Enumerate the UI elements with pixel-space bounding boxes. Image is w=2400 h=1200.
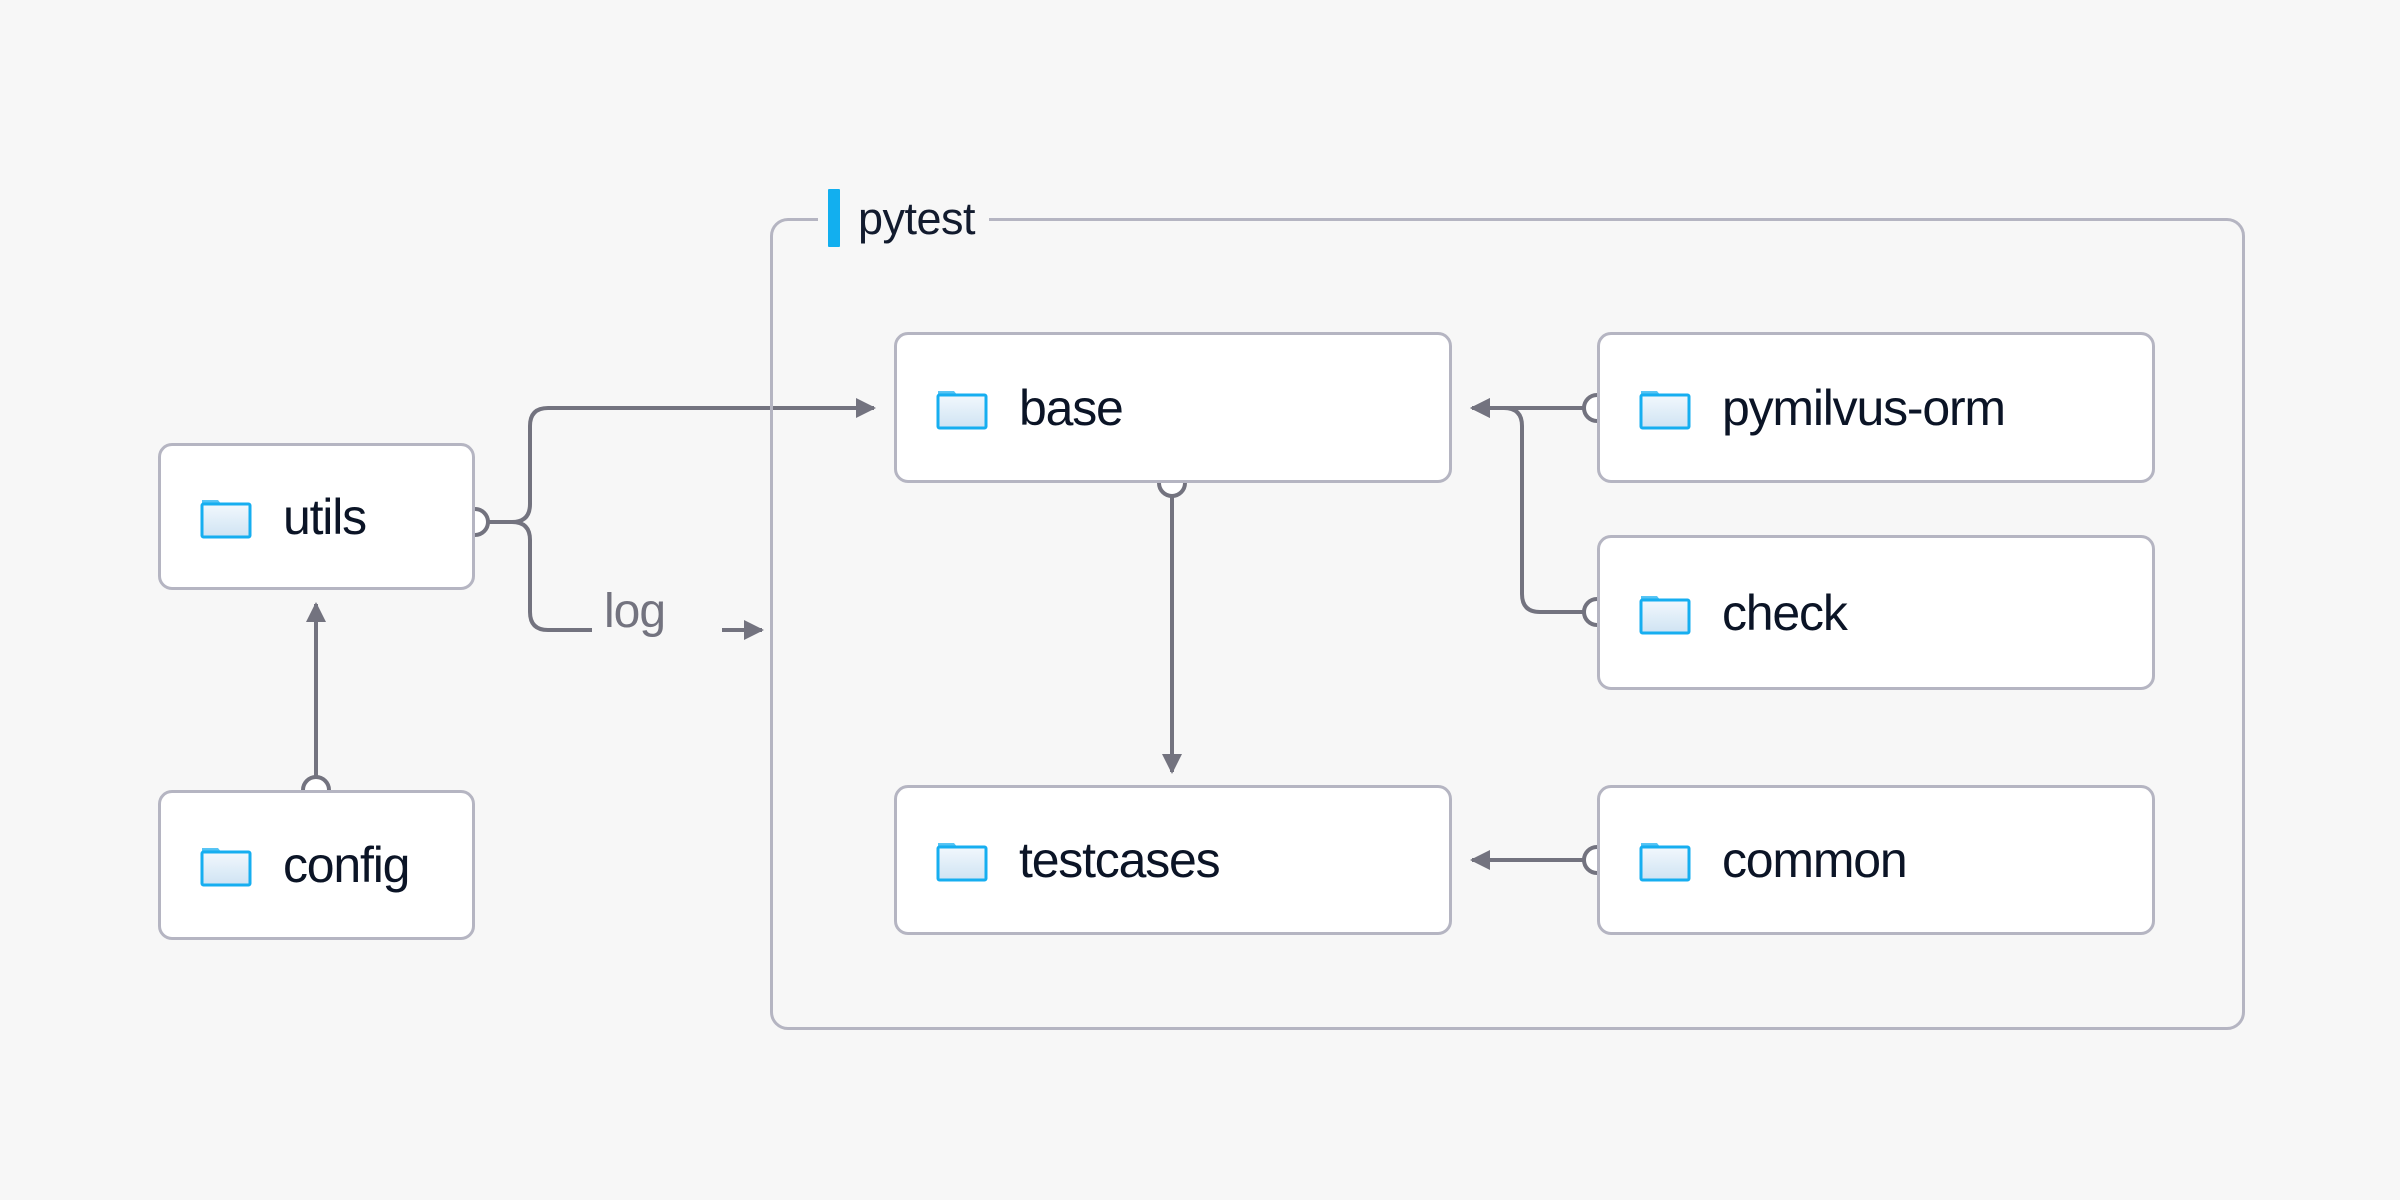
node-config[interactable]: config	[158, 790, 475, 940]
node-label: config	[283, 837, 410, 893]
folder-icon	[936, 843, 988, 882]
group-accent-bar	[828, 189, 840, 247]
node-testcases[interactable]: testcases	[894, 785, 1452, 935]
node-label: common	[1722, 832, 1908, 888]
edge-label-log: log	[596, 588, 674, 636]
folder-icon	[200, 499, 252, 538]
group-title: pytest	[858, 192, 976, 244]
node-common[interactable]: common	[1597, 785, 2155, 935]
folder-icon	[1639, 595, 1691, 634]
folder-icon	[1639, 390, 1691, 429]
node-base[interactable]: base	[894, 332, 1452, 483]
folder-icon	[1639, 843, 1691, 882]
group-container-pytest[interactable]	[770, 218, 2245, 1030]
node-label: base	[1019, 379, 1124, 436]
node-utils[interactable]: utils	[158, 443, 475, 590]
node-label: testcases	[1019, 832, 1221, 888]
edge-utils-to-pytest-a	[488, 520, 592, 632]
folder-icon	[200, 848, 252, 887]
node-label: utils	[283, 488, 367, 545]
node-check[interactable]: check	[1597, 535, 2155, 690]
node-label: pymilvus-orm	[1722, 379, 2006, 436]
folder-icon	[936, 390, 988, 429]
group-label-pytest: pytest	[818, 188, 990, 248]
node-label: check	[1722, 584, 1848, 641]
node-pymilvus-orm[interactable]: pymilvus-orm	[1597, 332, 2155, 483]
